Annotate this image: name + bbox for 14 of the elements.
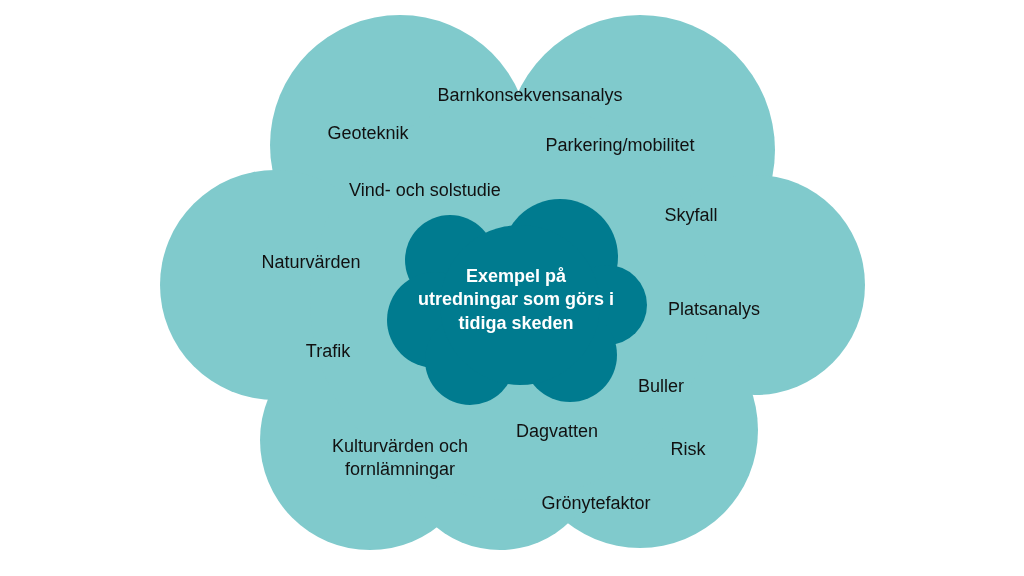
topic-label: Naturvärden [261, 251, 361, 275]
topic-label: Geoteknik [327, 122, 409, 146]
topic-label: Dagvatten [515, 420, 599, 444]
topic-label: Trafik [305, 340, 351, 364]
topic-label: Parkering/mobilitet [545, 134, 695, 158]
topic-label: Grönytefaktor [541, 492, 651, 516]
topic-label: Buller [638, 375, 684, 399]
topic-label: Vind- och solstudie [349, 179, 501, 203]
cloud-title: Exempel på utredningar som görs i tidiga skeden [417, 265, 615, 335]
topic-label: Barnkonsekvensanalys [437, 84, 623, 108]
topic-label: Risk [670, 438, 706, 462]
topic-label: Skyfall [664, 204, 718, 228]
topic-label: Platsanalys [667, 298, 761, 322]
topic-label: Kulturvärden och fornlämningar [330, 434, 470, 481]
